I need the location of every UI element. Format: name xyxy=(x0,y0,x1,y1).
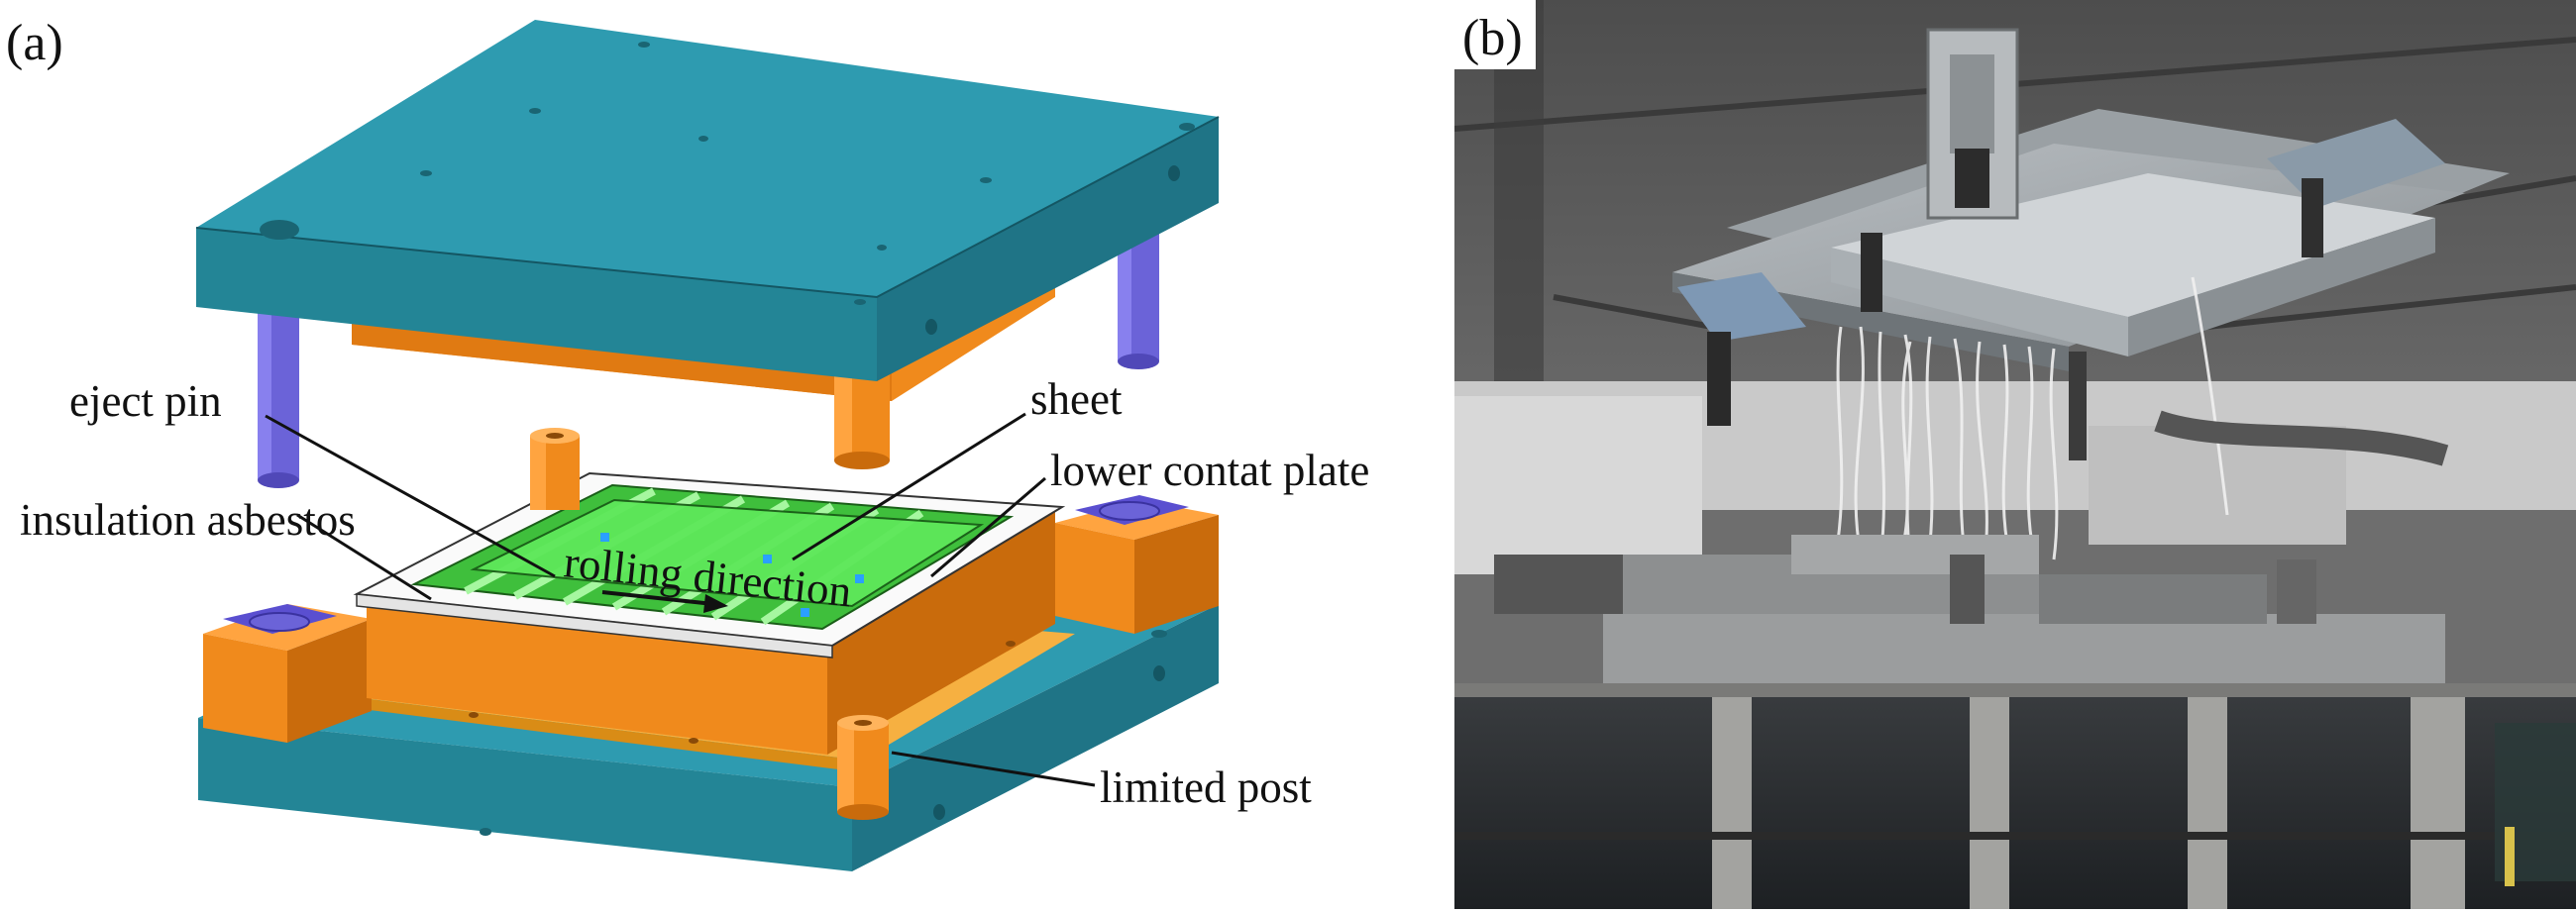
sheet xyxy=(470,498,985,608)
cable xyxy=(2154,410,2449,466)
thermocouple-wires xyxy=(1834,276,2229,560)
top-die-plate xyxy=(195,20,1220,381)
bolt xyxy=(2069,352,2087,460)
rolling-direction-arrow-icon xyxy=(703,594,728,613)
lower-contact-plate-label: lower contat plate xyxy=(1050,446,1369,495)
lower-limited-post-front xyxy=(837,715,889,820)
machine-table xyxy=(1454,683,2576,909)
cad-drawing-svg: (a) xyxy=(6,15,1369,871)
leader-lines xyxy=(265,412,1096,787)
lower-limited-post-back xyxy=(530,428,580,510)
panel-b-label: (b) xyxy=(1462,10,1523,66)
left-clamp-hanger xyxy=(1677,272,1806,426)
right-clamp-hanger xyxy=(2267,119,2445,257)
panel-b-photo: (b) xyxy=(1453,0,2576,909)
panel-a-label: (a) xyxy=(6,15,63,71)
limited-post-label: limited post xyxy=(1100,762,1312,812)
bolt xyxy=(1861,233,1882,312)
right-orange-block xyxy=(1055,495,1219,634)
experimental-setup-photo: (b) xyxy=(1453,0,2576,909)
panel-b-label-box xyxy=(1454,0,1536,69)
eject-pin-label: eject pin xyxy=(69,376,222,426)
table-columns xyxy=(1712,683,2465,909)
insulation-asbestos-label: insulation asbestos xyxy=(20,495,356,545)
panel-a-cad-drawing: (a) xyxy=(6,15,1369,871)
sheet-label: sheet xyxy=(1030,374,1123,424)
left-clamp-icon xyxy=(223,604,337,634)
left-orange-block xyxy=(203,604,372,743)
right-clamp-icon xyxy=(1075,495,1189,525)
top-clamp-hanger xyxy=(1926,28,2019,220)
eject-pins xyxy=(600,533,864,617)
lower-die-assembly xyxy=(1494,535,2445,693)
